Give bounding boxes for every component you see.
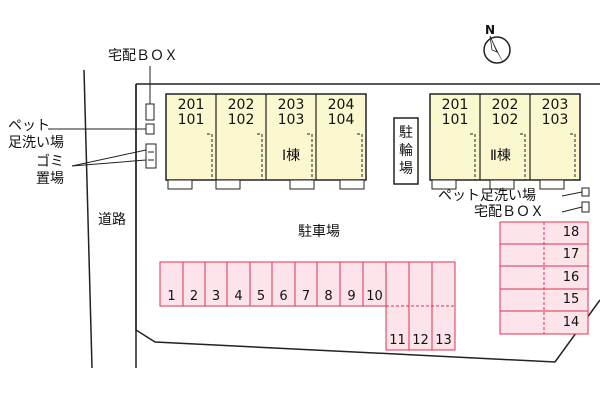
parking-space-label: 4 bbox=[234, 289, 243, 304]
parking-space-label: 9 bbox=[347, 289, 356, 304]
building-2-name: Ⅱ棟 bbox=[490, 148, 511, 164]
garbage-box-left bbox=[145, 143, 157, 169]
unit-label: 201 101 bbox=[177, 97, 205, 128]
site-boundary bbox=[135, 83, 600, 363]
bicycle-parking bbox=[393, 117, 419, 185]
delivery-box-left bbox=[145, 103, 155, 121]
building-1-name: Ⅰ棟 bbox=[282, 148, 301, 164]
unit-label: 202 102 bbox=[491, 97, 519, 128]
parking-space-label: 14 bbox=[562, 315, 580, 330]
compass-label: N bbox=[485, 23, 496, 37]
parking-space-label: 16 bbox=[562, 270, 580, 285]
delivery-box-right bbox=[581, 201, 590, 213]
parking-space-label: 8 bbox=[324, 289, 333, 304]
bicycle-parking-label: 駐 輪 場 bbox=[399, 125, 413, 177]
pet-wash-left-label: ペット 足洗い場 bbox=[8, 118, 64, 151]
parking-space-label: 5 bbox=[256, 289, 266, 304]
parking-row-bottom bbox=[159, 261, 456, 351]
pet-wash-left bbox=[145, 123, 155, 135]
parking-space-label: 18 bbox=[562, 225, 580, 240]
parking-space-label: 17 bbox=[562, 247, 580, 262]
pet-wash-right bbox=[581, 187, 590, 197]
unit-label: 203 103 bbox=[277, 97, 305, 128]
unit-label: 202 102 bbox=[227, 97, 255, 128]
building-2 bbox=[429, 93, 581, 190]
road-label: 道路 bbox=[98, 212, 126, 228]
unit-label: 201 101 bbox=[441, 97, 469, 128]
parking-space-label: 2 bbox=[189, 289, 199, 304]
unit-label: 203 103 bbox=[541, 97, 569, 128]
parking-space-label: 15 bbox=[562, 292, 580, 307]
pet-wash-right-label: ペット足洗い場 bbox=[438, 188, 536, 204]
building-1 bbox=[165, 93, 367, 190]
parking-space-label: 11 bbox=[389, 333, 406, 348]
north-arrow-icon bbox=[483, 35, 511, 64]
parking-space-label: 1 bbox=[167, 289, 176, 304]
parking-space-label: 10 bbox=[366, 289, 383, 304]
parking-space-label: 13 bbox=[435, 333, 452, 348]
garbage-label: ゴミ 置場 bbox=[36, 154, 64, 187]
parking-space-label: 6 bbox=[279, 289, 288, 304]
parking-space-label: 3 bbox=[211, 289, 221, 304]
unit-label: 204 104 bbox=[327, 97, 355, 128]
parking-lot-label: 駐車場 bbox=[298, 224, 340, 240]
road-line-left bbox=[83, 69, 93, 369]
delivery-box-right-label: 宅配ＢＯＸ bbox=[474, 204, 544, 220]
delivery-box-left-label: 宅配ＢＯＸ bbox=[108, 48, 178, 64]
parking-space-label: 12 bbox=[412, 333, 429, 348]
parking-space-label: 7 bbox=[301, 289, 311, 304]
